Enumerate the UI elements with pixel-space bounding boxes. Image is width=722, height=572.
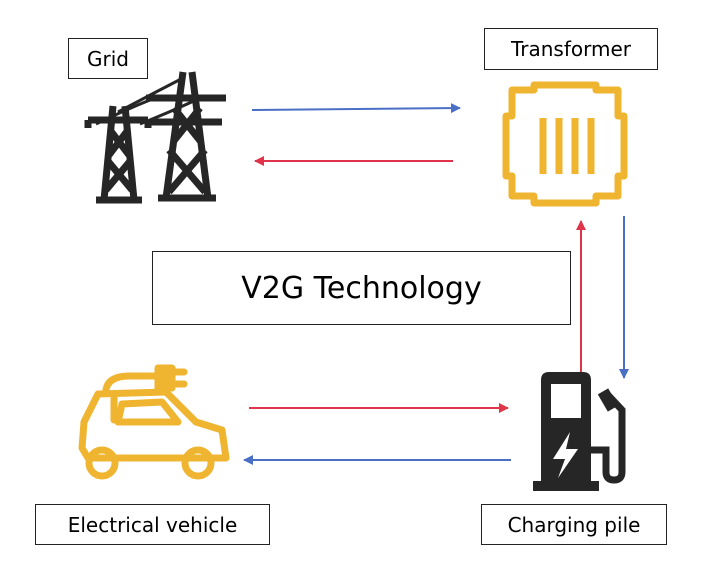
electric-car-icon [78, 364, 230, 480]
power-tower-icon [84, 71, 226, 204]
charging-station-icon [533, 372, 626, 491]
transformer-icon [502, 81, 628, 207]
grid-label: Grid [68, 38, 148, 79]
electrical-vehicle-label: Electrical vehicle [35, 504, 270, 545]
diagram-title: V2G Technology [152, 251, 571, 325]
charging-pile-label: Charging pile [481, 504, 667, 545]
transformer-label: Transformer [484, 28, 658, 70]
arrow-grid-to-transformer [251, 103, 461, 114]
